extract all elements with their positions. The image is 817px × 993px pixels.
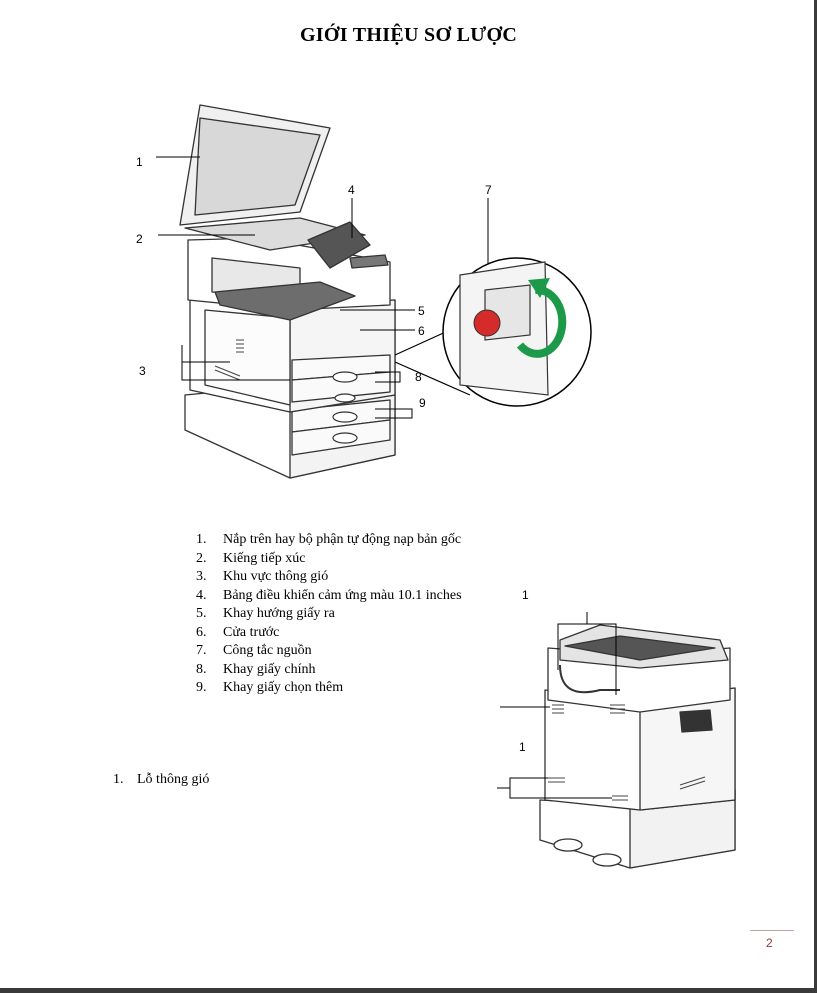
- list-item-number: 4.: [196, 587, 207, 603]
- list-item-number: 9.: [196, 680, 207, 695]
- callout-6: 6: [418, 324, 425, 338]
- page-edge-right: [814, 0, 817, 990]
- list-item: 1. Nắp trên hay bộ phận tự động nạp bản g…: [196, 531, 462, 550]
- callout-1: 1: [136, 155, 143, 169]
- list-item: 4. Bảng điều khiển cảm ứng màu 10.1 inche…: [196, 587, 462, 606]
- list-item-number: 1.: [113, 772, 124, 787]
- list-item-number: 6.: [196, 624, 207, 640]
- parts-list: 1. Nắp trên hay bộ phận tự động nạp bản g…: [196, 531, 462, 698]
- list-item-text: Nắp trên hay bộ phận tự động nạp bản gốc: [223, 532, 462, 547]
- callout-4: 4: [348, 183, 355, 197]
- callout-2: 2: [136, 232, 143, 246]
- list-item-number: 1.: [196, 532, 207, 547]
- list-item: 1. Lỗ thông gió: [113, 771, 209, 790]
- list-item-text: Khay giấy chính: [223, 661, 316, 677]
- list-item-number: 7.: [196, 643, 207, 658]
- callout-9: 9: [419, 396, 426, 410]
- list-item: 5. Khay hướng giấy ra: [196, 605, 462, 624]
- list-item-number: 3.: [196, 569, 207, 584]
- list-item-text: Kiếng tiếp xúc: [223, 550, 306, 566]
- page-edge-bottom: [0, 988, 817, 993]
- rear-callout-mid: 1: [519, 740, 526, 754]
- list-item: 3. Khu vực thông gió: [196, 568, 462, 587]
- list-item: 6. Cửa trước: [196, 624, 462, 643]
- page-number-rule: [750, 930, 794, 931]
- rear-parts-list: 1. Lỗ thông gió: [113, 771, 209, 790]
- printer-front-illustration: 1 2 3 4 5 6 7 8 9: [136, 104, 592, 479]
- list-item-text: Bảng điều khiển cảm ứng màu 10.1 inches: [223, 587, 462, 603]
- list-item: 7. Công tắc nguồn: [196, 642, 462, 661]
- list-item-text: Khu vực thông gió: [223, 569, 329, 584]
- list-item-number: 2.: [196, 550, 207, 566]
- list-item-number: 5.: [196, 606, 207, 621]
- list-item-text: Cửa trước: [223, 624, 280, 640]
- callout-7: 7: [485, 183, 492, 197]
- list-item-text: Công tắc nguồn: [223, 643, 312, 658]
- page-number: 2: [766, 936, 773, 950]
- list-item-text: Lỗ thông gió: [137, 772, 210, 787]
- list-item-text: Khay hướng giấy ra: [223, 606, 335, 621]
- list-item: 8. Khay giấy chính: [196, 661, 462, 680]
- callout-8: 8: [415, 370, 422, 384]
- callout-5: 5: [418, 304, 425, 318]
- rear-callout-top: 1: [522, 588, 529, 602]
- list-item-number: 8.: [196, 661, 207, 677]
- callout-3: 3: [139, 364, 146, 378]
- list-item-text: Khay giấy chọn thêm: [223, 680, 344, 695]
- list-item: 2. Kiếng tiếp xúc: [196, 550, 462, 569]
- page-title: GIỚI THIỆU SƠ LƯỢC: [299, 24, 518, 46]
- list-item: 9. Khay giấy chọn thêm: [196, 679, 462, 698]
